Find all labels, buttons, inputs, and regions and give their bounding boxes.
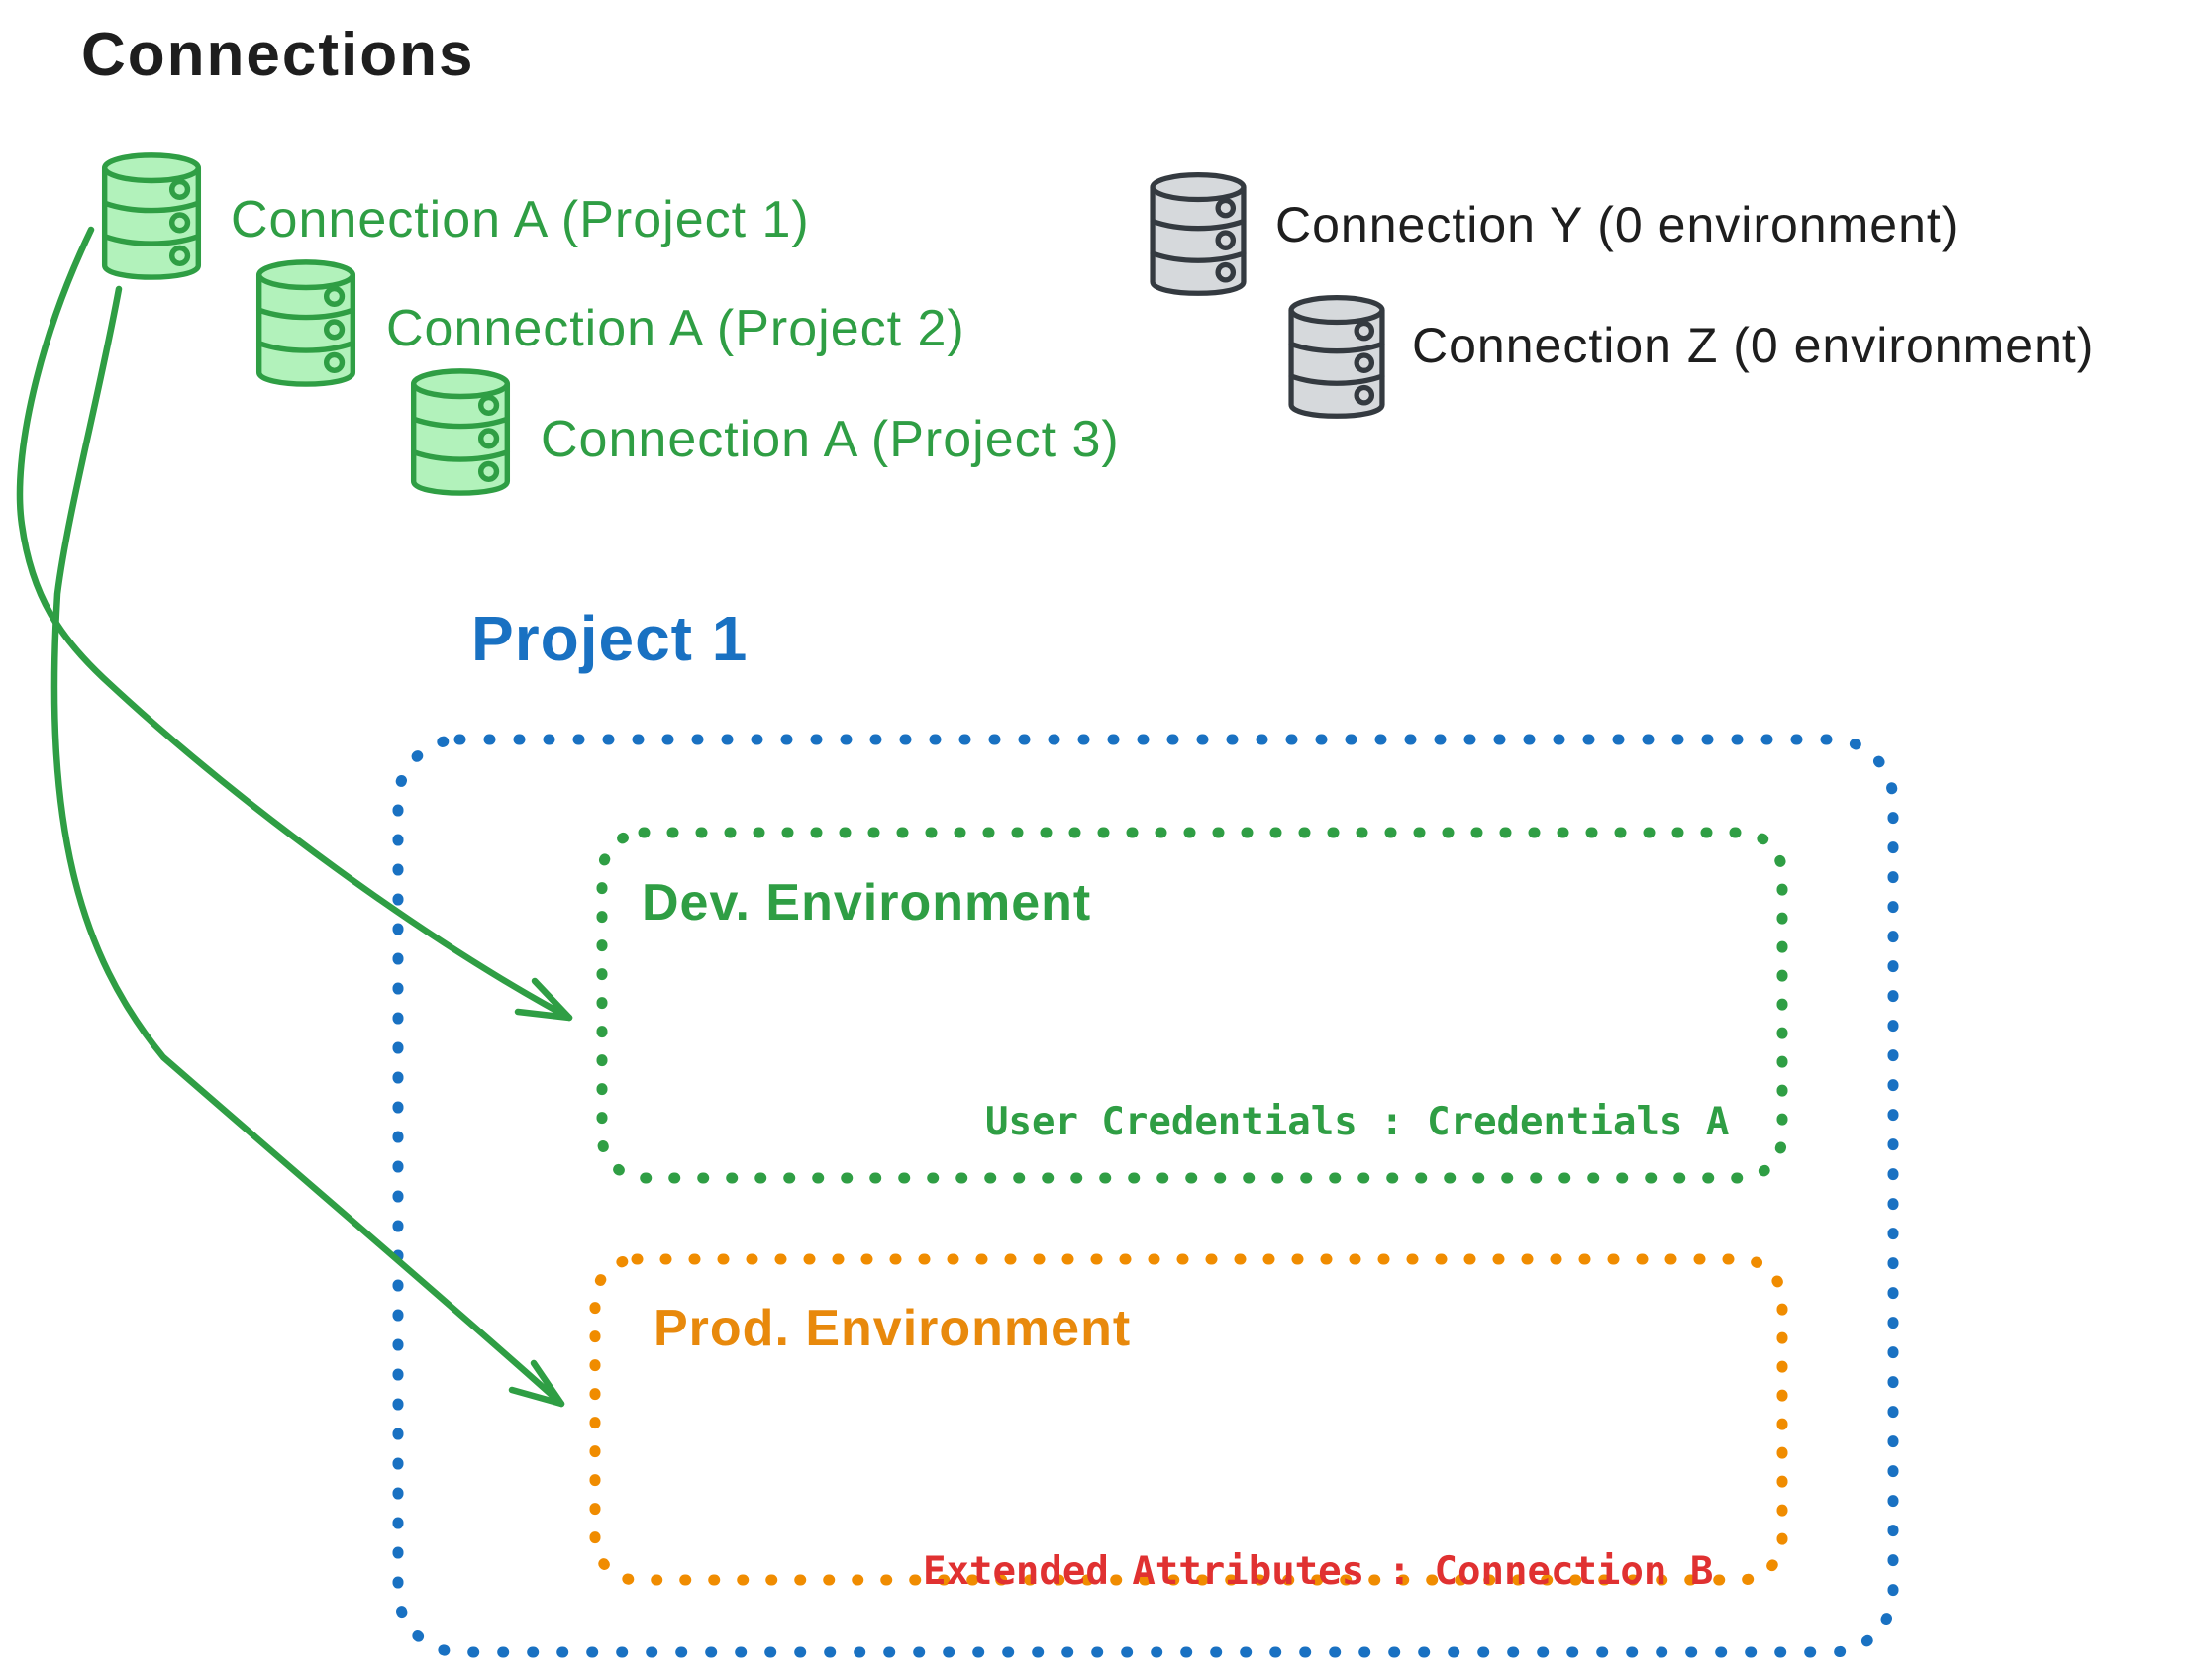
project-1-title: Project 1 [471,603,749,674]
connection-y-label: Connection Y (0 environment) [1275,197,1960,252]
connection-a-project-3-label: Connection A (Project 3) [541,411,1120,468]
prod-mapping-line-1: Extended Attributes : Connection B [923,1549,1714,1594]
connection-a-project-1-label: Connection A (Project 1) [231,191,810,248]
connection-a-project-2-label: Connection A (Project 2) [386,300,965,357]
prod-environment-name: Prod. Environment [654,1300,1132,1357]
dev-environment-mapping: User Credentials : Credentials A [985,1100,1730,1144]
dev-environment-name: Dev. Environment [642,874,1092,932]
connection-z-label: Connection Z (0 environment) [1412,318,2095,373]
database-icon-connection-y [1150,171,1247,296]
prod-environment-mappings: Extended Attributes : Connection B Ext.A… [923,1443,1737,1674]
database-icon-connection-a-project-2 [255,259,356,387]
database-icon-connection-z [1288,294,1385,419]
database-icon-connection-a-project-1 [101,152,202,280]
diagram-title: Connections [81,21,475,89]
database-icon-connection-a-project-3 [410,368,511,496]
